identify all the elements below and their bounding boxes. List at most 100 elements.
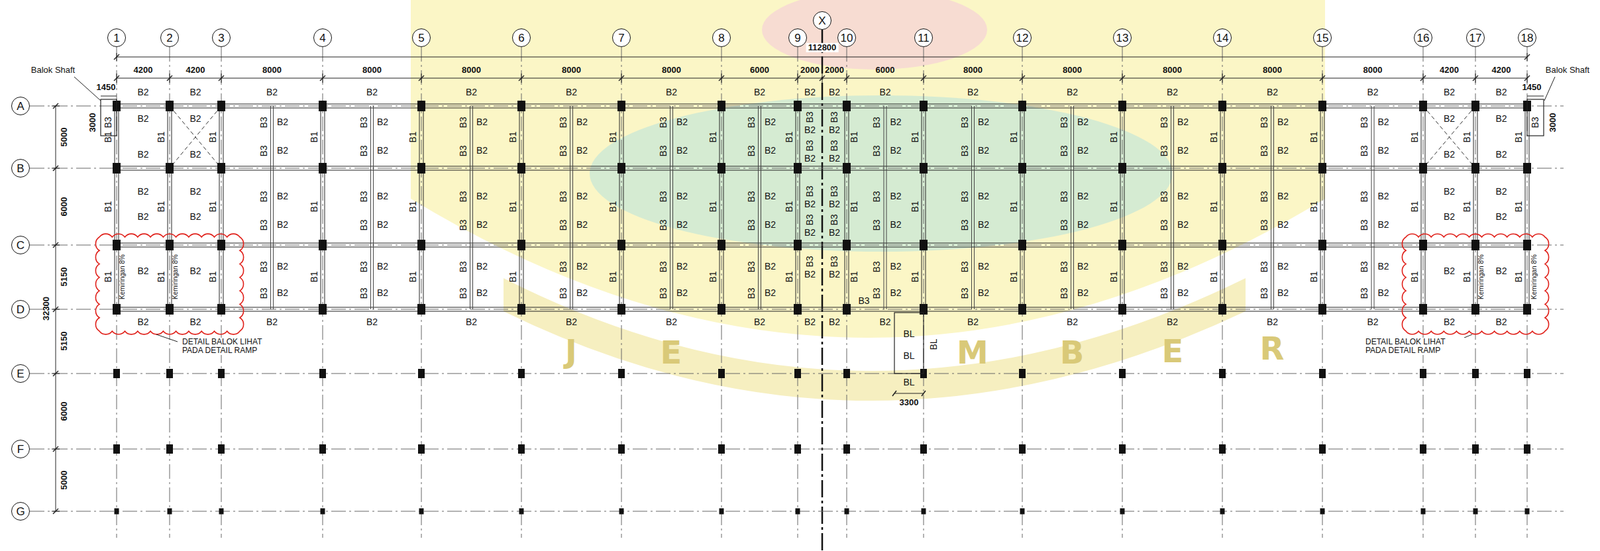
beam-label: B3: [960, 287, 970, 299]
beam-label: B2: [753, 317, 766, 328]
column: [1471, 304, 1480, 315]
column: [217, 239, 226, 251]
beam-label: B3: [458, 219, 469, 231]
grid-bubble: 10: [837, 28, 856, 48]
beam-label: B2: [889, 145, 902, 156]
beam-label: B2: [1377, 288, 1389, 299]
column: [1318, 239, 1327, 251]
beam-label: B3: [103, 116, 114, 128]
dimension-tick: [795, 75, 801, 81]
grid-line: [1022, 47, 1023, 538]
grid-bubble: 3: [212, 28, 231, 48]
beam-label: B3: [829, 255, 840, 267]
beam-label: B1: [208, 200, 218, 213]
beam-label: B3: [259, 287, 269, 299]
column: [793, 304, 802, 315]
beam-label: B3: [804, 255, 815, 267]
beam-label: B2: [676, 145, 688, 156]
dimension-tick: [418, 75, 425, 81]
beam-label: B2: [879, 317, 891, 328]
beam-label: B2: [476, 191, 488, 202]
beam-label: B3: [1259, 190, 1270, 203]
beam-label: BL: [903, 351, 915, 362]
column: [717, 239, 726, 251]
beam-label: B2: [889, 191, 902, 202]
dimension: 8000: [661, 65, 682, 75]
column: [166, 444, 173, 454]
column: [619, 508, 625, 515]
beam-label: B2: [1077, 219, 1089, 230]
shaft-outline: [100, 99, 117, 136]
beam-label: B2: [476, 145, 488, 156]
beam-label: B2: [764, 117, 776, 128]
dimension-tick: [921, 390, 926, 397]
column: [842, 162, 851, 174]
beam-label: B1: [408, 200, 419, 213]
beam-line: [116, 170, 1528, 171]
beam-label: B2: [276, 261, 289, 272]
stair-outline: [894, 312, 924, 374]
beam-label: B2: [1366, 317, 1379, 328]
beam-label: B2: [476, 219, 488, 230]
beam-label: B2: [1066, 87, 1078, 98]
slope-note: Kemiringan 8%: [118, 254, 126, 300]
dimension: 8000: [262, 65, 282, 75]
column: [219, 508, 224, 515]
grid-label: F: [17, 443, 24, 456]
grid-line: [421, 47, 423, 538]
beam-label: B2: [753, 87, 766, 98]
column: [842, 100, 851, 112]
beam-label: B1: [1513, 200, 1524, 213]
beam-label: B2: [676, 191, 688, 202]
void-diagonal: [1423, 106, 1476, 169]
grid-label: 2: [166, 32, 173, 44]
beam-line: [844, 106, 846, 310]
grid-line: [621, 47, 623, 538]
column: [718, 444, 725, 454]
dimension-tick: [920, 75, 927, 81]
grid-bubble: A: [11, 96, 30, 116]
beam-line: [921, 106, 923, 310]
column: [217, 444, 225, 454]
column: [217, 100, 226, 112]
secondary-beam: [1173, 106, 1174, 310]
column: [919, 162, 928, 174]
grid-line: [221, 47, 222, 538]
beam-label: B2: [977, 191, 990, 202]
slope-note: Kemiringan 8%: [1530, 254, 1538, 300]
beam-label: B3: [1359, 287, 1370, 299]
beam-label: B2: [565, 317, 578, 328]
beam-label: B3: [458, 261, 469, 273]
column: [717, 100, 726, 112]
beam-label: B2: [266, 317, 278, 328]
dimension: 6000: [749, 65, 770, 75]
beam-line: [223, 106, 224, 310]
beam-line: [523, 106, 525, 310]
grid-label: B: [16, 162, 24, 175]
beam-line: [1224, 106, 1226, 310]
beam-label: B1: [156, 131, 167, 143]
column: [417, 162, 426, 174]
beam-label: B2: [764, 191, 776, 202]
column: [793, 100, 802, 112]
beam-label: B2: [276, 288, 289, 299]
secondary-beam: [270, 106, 271, 310]
beam-label: B2: [189, 149, 201, 160]
beam-label: B2: [676, 288, 688, 299]
column: [843, 369, 851, 379]
beam-label: B2: [189, 266, 201, 277]
dimension: 3000: [88, 113, 98, 133]
beam-label: B2: [804, 153, 816, 164]
beam-label: B2: [1443, 317, 1455, 328]
beam-label: B1: [1209, 270, 1220, 283]
column: [1018, 444, 1026, 454]
dimension-tick: [1019, 75, 1025, 81]
beam-label: B3: [458, 145, 469, 157]
beam-label: B3: [1359, 145, 1370, 157]
beam-label: B3: [458, 116, 469, 128]
beam-label: B3: [1159, 287, 1170, 299]
column: [319, 369, 326, 379]
beam-label: B2: [137, 317, 149, 328]
beam-label: B2: [676, 219, 688, 230]
secondary-beam: [472, 106, 474, 310]
